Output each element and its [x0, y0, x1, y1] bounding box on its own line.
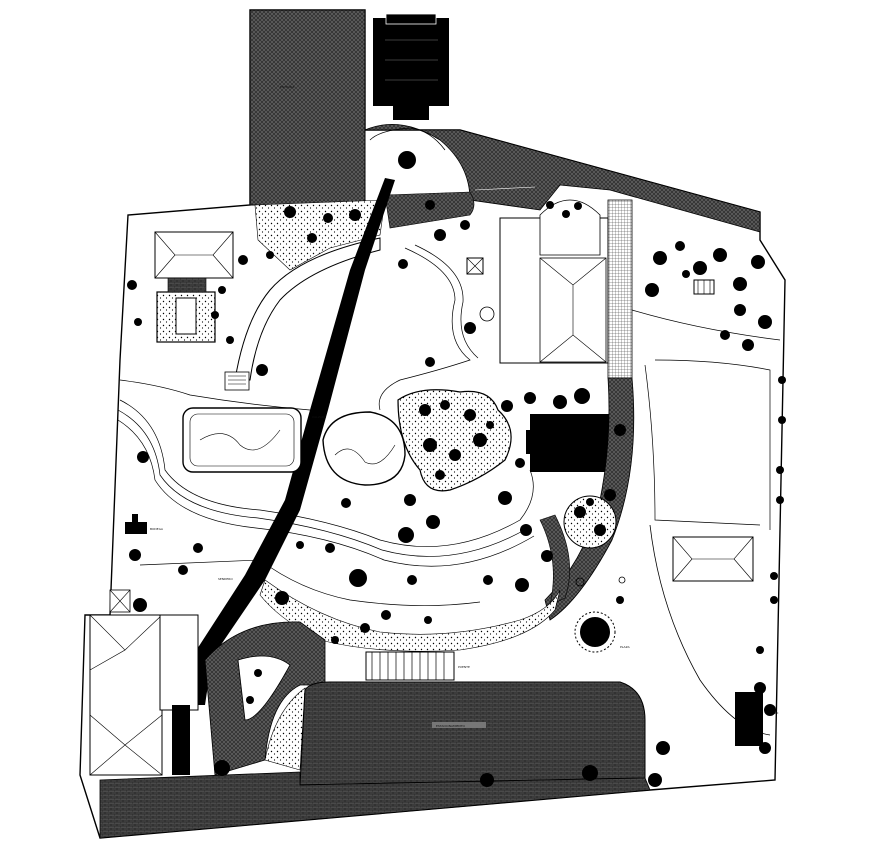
parking-label: ESTACIONAMIENTO — [436, 724, 465, 728]
walkway-label: CALZADA — [312, 415, 327, 419]
circular-plaza — [563, 495, 617, 549]
shed-label: BODEGA — [150, 527, 164, 531]
pump-house — [530, 414, 610, 472]
north-walk — [384, 191, 475, 229]
left-house — [154, 231, 234, 279]
flower-garden — [397, 389, 512, 492]
west-pond — [182, 407, 302, 473]
stream-lines — [117, 244, 781, 606]
chapel-building — [373, 13, 449, 120]
tool-shed — [125, 514, 147, 534]
center-pond — [322, 411, 406, 486]
shrub-icon — [479, 306, 626, 587]
plaza-label: PLAZA — [620, 645, 631, 649]
east-building — [499, 199, 609, 364]
radial-tree — [574, 611, 616, 653]
parking-lot — [299, 681, 646, 786]
main-walkway — [188, 178, 395, 705]
southwest-buildings — [89, 614, 199, 776]
southwest-corner — [99, 771, 651, 839]
upper-plaza — [364, 124, 761, 233]
east-curved-road — [544, 377, 635, 621]
entrance-block — [249, 9, 366, 206]
stair-icon — [693, 279, 715, 295]
right-house — [672, 536, 754, 582]
left-pavilion — [156, 277, 216, 343]
bridge — [365, 651, 455, 681]
entrance-label: ENTRADA — [280, 85, 295, 89]
bridge-label: PUENTE — [458, 665, 470, 669]
tree-icon — [127, 200, 786, 787]
east-road — [607, 199, 633, 379]
path-label: SENDERO — [218, 577, 233, 581]
flower-clusters — [419, 400, 494, 480]
east-gate — [735, 692, 763, 746]
